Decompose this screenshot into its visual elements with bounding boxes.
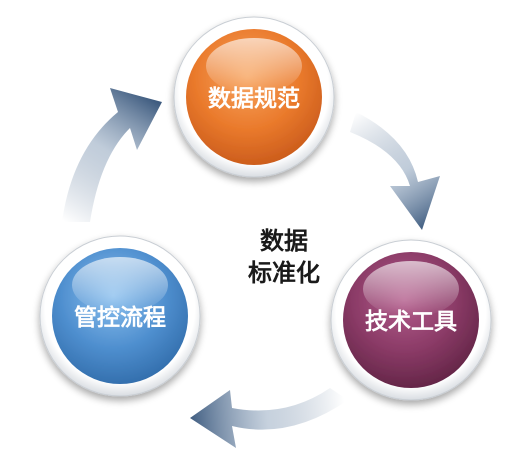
node-top-label: 数据规范 (208, 86, 300, 112)
center-title-line2: 标准化 (248, 259, 320, 287)
arrow-right-to-left-shaft (190, 388, 348, 448)
node-top-gloss (206, 38, 302, 94)
arrow-right-to-left (190, 388, 348, 448)
node-right-gloss (363, 261, 459, 317)
node-right-label: 技术工具 (365, 309, 457, 335)
node-left-label: 管控流程 (74, 304, 166, 331)
arrow-left-to-top (62, 88, 162, 222)
arrow-left-to-top-shaft (62, 88, 162, 222)
center-title-line1: 数据 (260, 227, 308, 255)
center-title: 数据 标准化 (248, 227, 320, 287)
arrow-top-to-right (350, 112, 440, 230)
node-top: 数据规范 (173, 16, 335, 178)
arrow-top-to-right-shaft (350, 112, 440, 230)
node-left: 管控流程 (39, 235, 201, 397)
node-left-gloss (72, 257, 168, 313)
node-right: 技术工具 (330, 239, 492, 401)
